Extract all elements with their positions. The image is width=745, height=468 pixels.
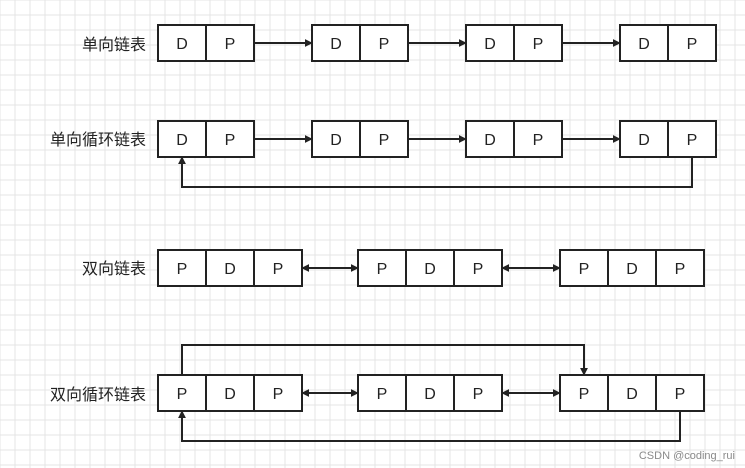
data-field: D	[224, 261, 236, 278]
circular-next-arrow	[178, 410, 681, 442]
pointer-field: P	[533, 36, 544, 53]
pointer-field: P	[675, 386, 686, 403]
pointer-field: P	[533, 132, 544, 149]
pointer-field: P	[225, 132, 236, 149]
pointer-field: P	[473, 386, 484, 403]
pointer-field: P	[377, 386, 388, 403]
data-field: D	[626, 386, 638, 403]
node-box	[157, 374, 303, 412]
pointer-field: P	[377, 261, 388, 278]
pointer-field: P	[687, 132, 698, 149]
node-box	[559, 249, 705, 287]
pointer-field: P	[579, 386, 590, 403]
pointer-field: P	[177, 261, 188, 278]
data-field: D	[330, 132, 342, 149]
data-field: D	[638, 132, 650, 149]
data-field: D	[484, 36, 496, 53]
data-field: D	[424, 261, 436, 278]
pointer-field: P	[687, 36, 698, 53]
circular-prev-arrow	[181, 344, 588, 376]
pointer-field: P	[675, 261, 686, 278]
pointer-field: P	[379, 36, 390, 53]
pointer-field: P	[273, 386, 284, 403]
row-label-singly-linked-list: 单向链表	[82, 35, 146, 54]
watermark: CSDN @coding_rui	[639, 450, 735, 462]
row-label-circular-singly-linked-list: 单向循环链表	[50, 130, 146, 149]
node-box	[157, 249, 303, 287]
circular-return-arrow	[178, 156, 693, 188]
data-field: D	[626, 261, 638, 278]
data-field: D	[176, 132, 188, 149]
pointer-field: P	[473, 261, 484, 278]
data-field: D	[484, 132, 496, 149]
data-field: D	[638, 36, 650, 53]
row-label-circular-doubly-linked-list: 双向循环链表	[50, 385, 146, 404]
data-field: D	[330, 36, 342, 53]
pointer-field: P	[273, 261, 284, 278]
pointer-field: P	[225, 36, 236, 53]
data-field: D	[176, 36, 188, 53]
data-field: D	[424, 386, 436, 403]
data-field: D	[224, 386, 236, 403]
pointer-field: P	[579, 261, 590, 278]
pointer-field: P	[379, 132, 390, 149]
node-box	[559, 374, 705, 412]
pointer-field: P	[177, 386, 188, 403]
row-label-doubly-linked-list: 双向链表	[82, 259, 146, 278]
node-box	[357, 374, 503, 412]
